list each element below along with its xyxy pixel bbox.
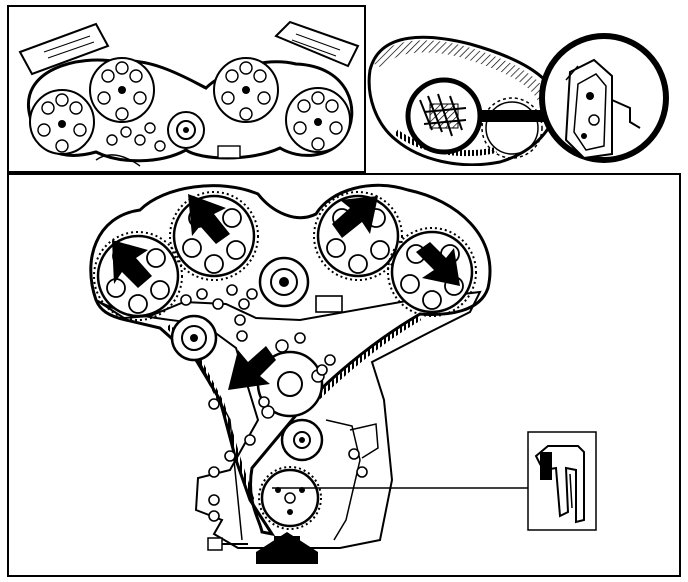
detail-magnifier-large bbox=[539, 33, 669, 163]
detail-magnifier-small bbox=[405, 77, 483, 155]
left-idler-pulley bbox=[170, 314, 218, 362]
overview-idler-pulley bbox=[167, 111, 205, 149]
callout-arrow-cam1 bbox=[112, 240, 152, 288]
detail-gear-teeth bbox=[481, 97, 543, 159]
tensioner-pulley bbox=[280, 418, 324, 462]
cam-cover-left bbox=[18, 22, 110, 76]
lock-tool-inset bbox=[527, 431, 597, 531]
upper-idler-pulley bbox=[258, 256, 310, 308]
main-timing-belt bbox=[89, 183, 492, 537]
tool-stop-pin bbox=[207, 537, 248, 551]
callout-arrow-crank-head bbox=[256, 532, 318, 552]
overview-timing-marks bbox=[58, 86, 322, 128]
overview-sprocket-holes bbox=[37, 61, 343, 153]
alignment-arrows bbox=[112, 194, 460, 564]
detail-connector bbox=[478, 110, 548, 122]
cam-cover-right bbox=[274, 20, 360, 68]
tensioner-detail-panel bbox=[367, 33, 669, 166]
callout-arrow-cam4 bbox=[416, 242, 460, 286]
overview-small-parts bbox=[95, 122, 241, 167]
overview-panel bbox=[7, 5, 366, 173]
water-pump bbox=[256, 339, 325, 419]
main-timing-panel bbox=[7, 173, 681, 577]
callout-arrow-cam2 bbox=[188, 194, 230, 244]
cam-sensor-plate bbox=[315, 295, 343, 313]
cover-bolts bbox=[180, 284, 368, 522]
callout-arrow-cam3 bbox=[332, 196, 378, 238]
callout-arrow-tensioner bbox=[228, 346, 276, 390]
